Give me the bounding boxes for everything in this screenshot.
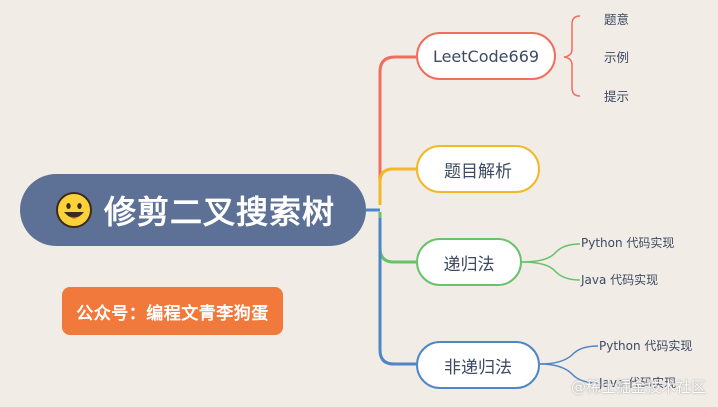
leaf-nonrecursive-python[interactable]: Python 代码实现 (599, 339, 693, 353)
branch-node-non-recursive[interactable]: 非递归法 (416, 341, 540, 389)
branch-node-leetcode[interactable]: LeetCode669 (416, 32, 556, 80)
leaf-hint[interactable]: 提示 (604, 89, 630, 104)
branch-line-b3 (378, 212, 416, 264)
leaf-recursive-java[interactable]: Java 代码实现 (581, 273, 659, 287)
author-badge: 公众号：编程文青李狗蛋 (62, 287, 283, 335)
leaf-nonrecursive-java[interactable]: Java 代码实现 (599, 376, 677, 390)
curve-b3-c1 (521, 243, 581, 263)
watermark: @稀土掘金技术社区 (570, 378, 706, 396)
leaf-example[interactable]: 示例 (604, 50, 630, 65)
curve-b4-d2 (539, 363, 599, 384)
branch-node-recursive[interactable]: 递归法 (416, 238, 522, 286)
leaf-recursive-python[interactable]: Python 代码实现 (581, 236, 675, 250)
leaf-problem-meaning[interactable]: 题意 (604, 12, 630, 27)
curve-b3-c2 (521, 261, 581, 281)
root-node[interactable]: 修剪二叉搜索树 (20, 174, 366, 246)
root-title: 修剪二叉搜索树 (104, 193, 336, 231)
branch-line-b1 (378, 55, 416, 200)
smiley-face-icon (56, 192, 92, 228)
branch-line-b4 (378, 218, 416, 366)
branch-node-problem-analysis[interactable]: 题目解析 (416, 145, 540, 193)
branch-line-b2 (378, 167, 416, 205)
brace-b1 (563, 15, 581, 97)
curve-b4-d1 (539, 345, 599, 365)
